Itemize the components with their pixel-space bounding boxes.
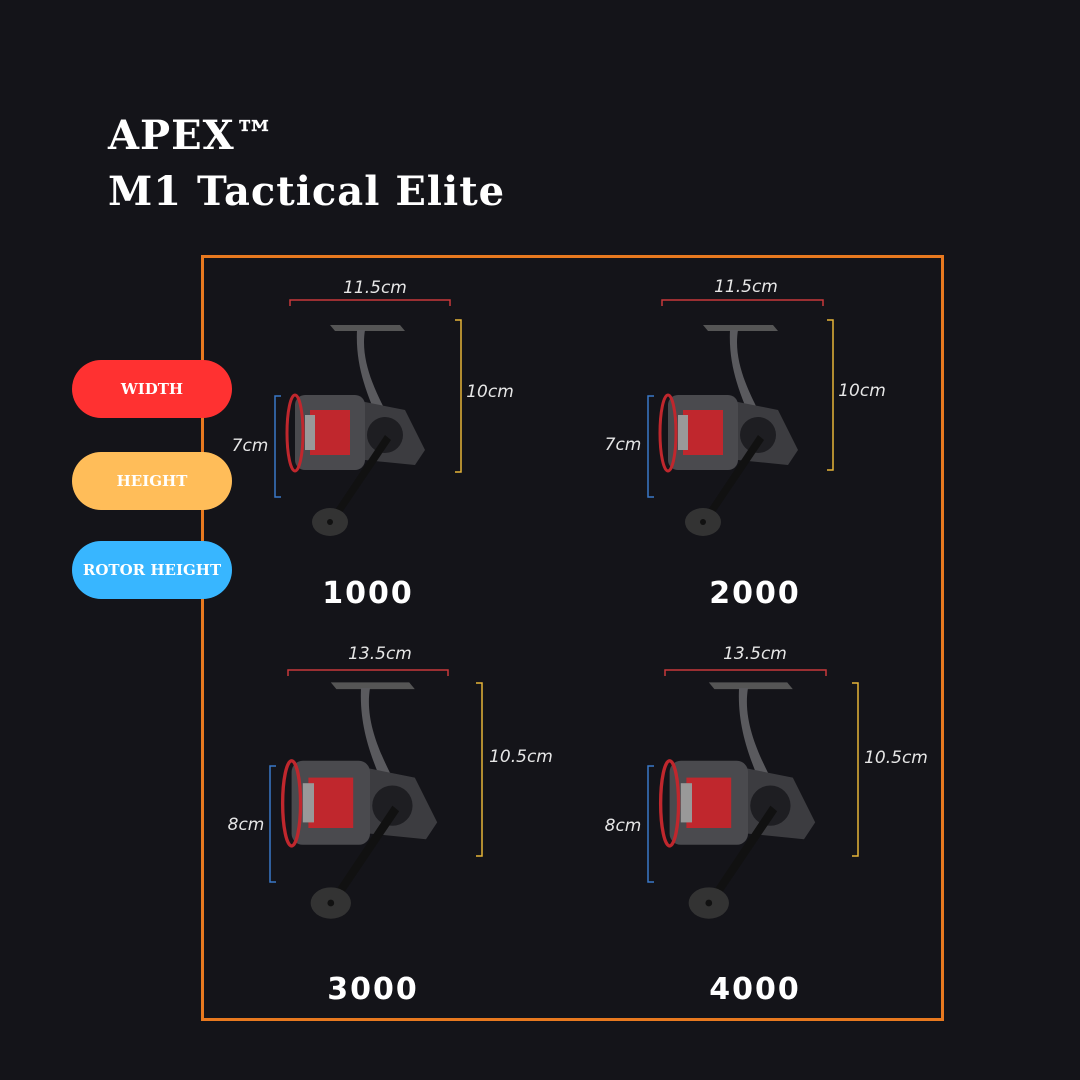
rotor-label: 7cm: [232, 436, 269, 456]
reel-3000: 13.5cm 10.5cm 8cm 3000: [228, 644, 553, 1007]
width-bracket: [661, 299, 824, 306]
width-bracket: [664, 669, 827, 676]
legend-rotor-height: ROTOR HEIGHT: [72, 541, 232, 599]
reel-4000: 13.5cm 10.5cm 8cm 4000: [605, 644, 928, 1007]
width-label: 13.5cm: [348, 644, 412, 664]
rotor-label: 7cm: [605, 435, 642, 455]
title-model: M1 Tactical Elite: [108, 168, 506, 215]
reel-image: [285, 323, 427, 538]
width-label: 11.5cm: [343, 278, 407, 298]
height-label: 10cm: [838, 381, 886, 401]
width-bracket: [287, 669, 449, 676]
reel-image: [658, 323, 800, 538]
reel-image: [280, 680, 439, 921]
reel-image: [658, 680, 817, 921]
height-bracket: [827, 319, 834, 471]
rotor-bracket: [647, 395, 654, 498]
rotor-label: 8cm: [228, 815, 265, 835]
rotor-bracket: [269, 765, 276, 883]
width-label: 13.5cm: [723, 644, 787, 664]
width-bracket: [289, 299, 451, 306]
rotor-label: 8cm: [605, 816, 642, 836]
size-label: 2000: [709, 576, 801, 611]
title-brand: APEX™: [108, 112, 276, 159]
height-bracket: [852, 682, 859, 857]
reel-1000: 11.5cm 10cm 7cm 1000: [232, 278, 514, 611]
height-label: 10cm: [466, 382, 514, 402]
legend-height: HEIGHT: [72, 452, 232, 510]
reel-2000: 11.5cm 10cm 7cm 2000: [605, 277, 886, 611]
height-bracket: [476, 682, 483, 857]
size-label: 3000: [327, 972, 419, 1007]
width-label: 11.5cm: [714, 277, 778, 297]
rotor-bracket: [274, 395, 281, 498]
size-label: 1000: [322, 576, 414, 611]
height-label: 10.5cm: [864, 748, 928, 768]
height-label: 10.5cm: [489, 747, 553, 767]
legend-width: WIDTH: [72, 360, 232, 418]
models-frame: [201, 255, 944, 1021]
size-label: 4000: [709, 972, 801, 1007]
height-bracket: [455, 319, 462, 473]
rotor-bracket: [647, 765, 654, 883]
